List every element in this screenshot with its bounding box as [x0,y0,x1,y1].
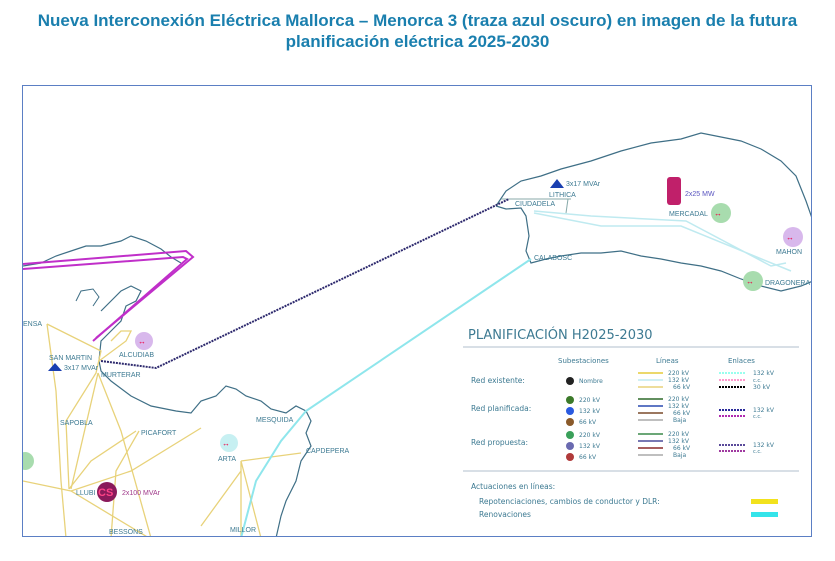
legend-item: 66 kV [673,384,691,391]
legend-action-repot: Repotenciaciones, cambios de conductor y… [479,497,660,506]
svg-text:↔: ↔ [714,209,722,218]
place-label: LLUBI [76,490,96,497]
title-line-1: Nueva Interconexión Eléctrica Mallorca –… [37,11,798,30]
legend-item: c.c. [753,378,762,384]
legend-item: 132 kV [753,370,775,377]
converter-icon-dragonera: ↔ [743,271,763,291]
page-title: Nueva Interconexión Eléctrica Mallorca –… [0,10,835,52]
lithica-lines [501,198,571,214]
legend-item: 132 kV [668,438,690,445]
legend-item: 220 kV [579,397,601,404]
converter-icon-mahon: ↔ [783,227,803,247]
map-frame: 3x17 MVAr 3x17 MVAr ↔ ↔ ↔ ↔ ↔ CS 2x100 M… [22,85,812,537]
place-label: CAPDEPERA [306,448,350,455]
place-label: LITHICA [549,192,576,199]
place-label: MILLOR [230,527,256,534]
legend-item: 66 kV [579,454,597,461]
menorca-link-lines [533,210,792,272]
place-label: MURTERAR [101,372,141,379]
statcom-icon-san-martin [48,363,62,371]
place-label: MERCADAL [669,211,708,218]
synchronous-compensator-icon [97,482,117,502]
statcom-label: 3x17 MVAr [566,181,601,188]
legend-col-header: Subestaciones [558,357,609,365]
statcom-label: 3x17 MVAr [64,365,99,372]
place-label: ALCUDIAB [119,352,154,359]
legend-item: 220 kV [668,370,690,377]
legend-item: Baja [673,417,686,424]
svg-text:↔: ↔ [746,277,754,286]
place-label: ENSA [23,321,42,328]
legend-item: c.c. [753,449,762,455]
legend-item: 66 kV [673,410,691,417]
legend-row-label: Red propuesta: [471,438,528,447]
place-label: DRAGONERA [765,280,810,287]
legend-item: 220 kV [579,432,601,439]
legend-action-renov: Renovaciones [479,510,531,519]
map-canvas[interactable]: 3x17 MVAr 3x17 MVAr ↔ ↔ ↔ ↔ ↔ CS 2x100 M… [23,86,812,537]
legend-item: 220 kV [668,431,690,438]
legend: PLANIFICACIÓN H2025-2030 Subestaciones L… [463,319,808,529]
generator-label: 2x25 MW [685,191,715,198]
converter-icon-mercadal: ↔ [711,203,731,223]
place-label: SAN MARTIN [49,355,92,362]
legend-row-label: Red planificada: [471,404,531,413]
place-label: CALABOSC [534,255,572,262]
legend-item: 132 kV [668,377,690,384]
place-label: MAHON [776,249,802,256]
cs-rating: 2x100 MVAr [122,490,161,497]
place-label: SAPOBLA [60,420,93,427]
place-label: MESQUIDA [256,417,294,424]
legend-title: PLANIFICACIÓN H2025-2030 [468,327,653,343]
legend-col-header: Enlaces [728,357,755,365]
title-line-2: planificación eléctrica 2025-2030 [285,32,550,51]
legend-actions-title: Actuaciones en líneas: [471,482,555,491]
cs-label: CS [98,487,113,499]
magenta-link [23,249,195,342]
mallorca-menorca-interconnection-3 [100,198,510,370]
legend-item: 132 kV [668,403,690,410]
legend-row-label: Red existente: [471,376,525,385]
svg-text:↔: ↔ [138,337,146,346]
legend-item: 66 kV [673,445,691,452]
svg-text:↔: ↔ [786,233,794,242]
svg-text:↔: ↔ [222,439,230,448]
place-label: BESSONS [109,529,143,536]
legend-item: 132 kV [753,407,775,414]
cyan-cable [240,258,532,536]
mallorca-coast [23,235,312,536]
place-label: CIUDADELA [515,201,555,208]
generator-icon [667,177,681,205]
place-label: ARTA [218,456,236,463]
place-label: PICAFORT [141,430,177,437]
converter-icon-alcudia: ↔ [135,332,153,350]
legend-item: 220 kV [668,396,690,403]
legend-item: c.c. [753,414,762,420]
mallorca-bay [75,288,100,307]
statcom-icon-lithica [550,179,564,188]
converter-icon-west [23,452,34,470]
legend-item: Baja [673,452,686,459]
legend-item: 132 kV [579,443,601,450]
legend-item: 66 kV [579,419,597,426]
legend-item: 30 kV [753,384,771,391]
legend-item: 132 kV [753,442,775,449]
legend-item: Nombre [579,378,603,385]
legend-col-header: Líneas [656,357,679,365]
legend-item: 132 kV [579,408,601,415]
converter-icon-arta: ↔ [220,434,238,452]
